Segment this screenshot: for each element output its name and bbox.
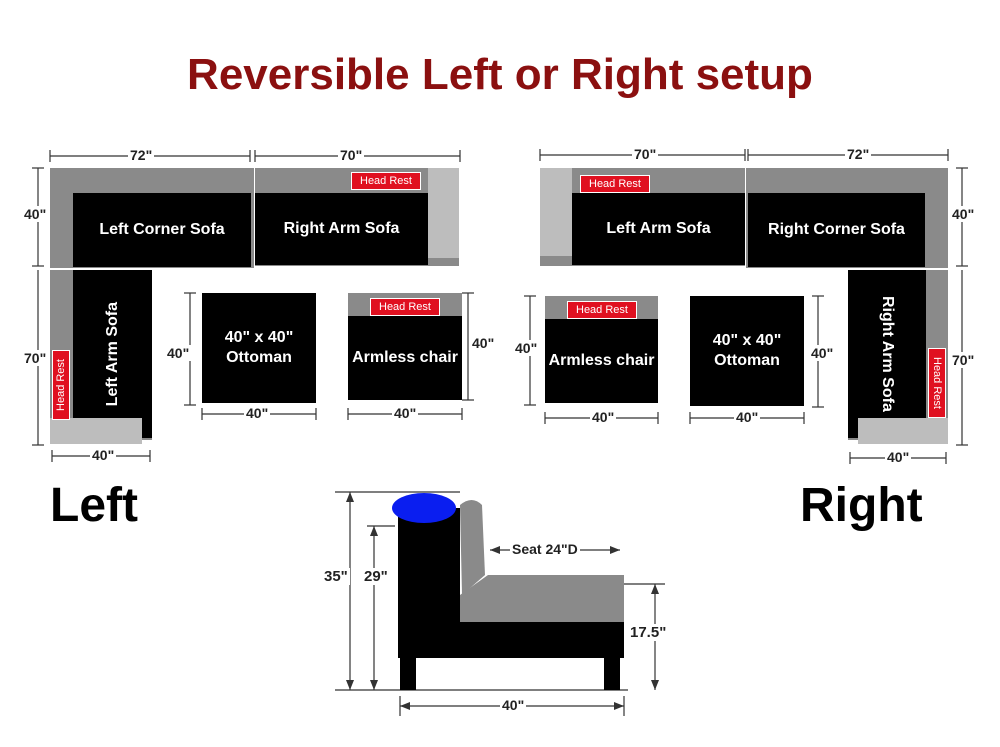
- chair-leg: [604, 656, 620, 690]
- right-ottoman: 40" x 40" Ottoman: [690, 296, 804, 406]
- dim-label: 70": [950, 352, 977, 368]
- head-rest-cushion: [392, 493, 456, 523]
- head-rest-tag: Head Rest: [370, 298, 440, 316]
- back-cushion: [460, 500, 485, 595]
- seat-cushion: [460, 575, 624, 622]
- dim-label: 40": [165, 345, 192, 361]
- dim-label: 40": [734, 409, 761, 425]
- left-ottoman: 40" x 40" Ottoman: [202, 293, 316, 403]
- dim-label-height-back: 29": [362, 568, 390, 585]
- left-arm-sofa: Left Arm Sofa: [73, 270, 152, 438]
- left-armless-chair: Armless chair: [348, 316, 462, 400]
- left-right-arm-sofa-arm: [428, 168, 459, 258]
- dim-label: 70": [632, 146, 659, 162]
- left-corner-sofa: Left Corner Sofa: [73, 193, 251, 267]
- dim-label: 40": [590, 409, 617, 425]
- head-rest-tag: Head Rest: [52, 350, 70, 420]
- dim-label: 70": [338, 147, 365, 163]
- dim-label: 40": [950, 206, 977, 222]
- chair-leg: [400, 656, 416, 690]
- chair-base: [398, 622, 624, 658]
- dim-label: 72": [845, 146, 872, 162]
- dim-label-seat-depth: Seat 24"D: [510, 541, 580, 557]
- left-right-arm-sofa: Right Arm Sofa: [255, 193, 428, 265]
- head-rest-tag: Head Rest: [580, 175, 650, 193]
- dim-label-seat-height: 17.5": [628, 624, 669, 641]
- right-arm-sofa: Right Arm Sofa: [848, 270, 926, 438]
- dim-label: 40": [392, 405, 419, 421]
- dim-label: 40": [470, 335, 497, 351]
- right-left-arm-sofa-arm: [540, 168, 572, 256]
- right-arm-sofa-label: Right Arm Sofa: [879, 296, 896, 412]
- dim-label: 72": [128, 147, 155, 163]
- right-armless-chair: Armless chair: [545, 319, 658, 403]
- left-label: Left: [50, 479, 138, 532]
- right-left-arm-sofa: Left Arm Sofa: [572, 193, 745, 265]
- left-arm-sofa-arm: [50, 418, 142, 444]
- head-rest-tag: Head Rest: [567, 301, 637, 319]
- right-corner-sofa: Right Corner Sofa: [748, 193, 925, 267]
- page-title: Reversible Left or Right setup: [187, 50, 813, 99]
- right-label: Right: [800, 479, 923, 532]
- dim-label: 40": [90, 447, 117, 463]
- dim-label: 40": [22, 206, 49, 222]
- head-rest-tag: Head Rest: [928, 348, 946, 418]
- head-rest-tag: Head Rest: [351, 172, 421, 190]
- dim-label: 40": [809, 345, 836, 361]
- dim-label: 40": [513, 340, 540, 356]
- right-arm-sofa-arm: [858, 418, 948, 444]
- dim-label-width: 40": [500, 697, 527, 713]
- dim-label-height-total: 35": [322, 568, 350, 585]
- dim-label: 70": [22, 350, 49, 366]
- dim-label: 40": [244, 405, 271, 421]
- dim-label: 40": [885, 449, 912, 465]
